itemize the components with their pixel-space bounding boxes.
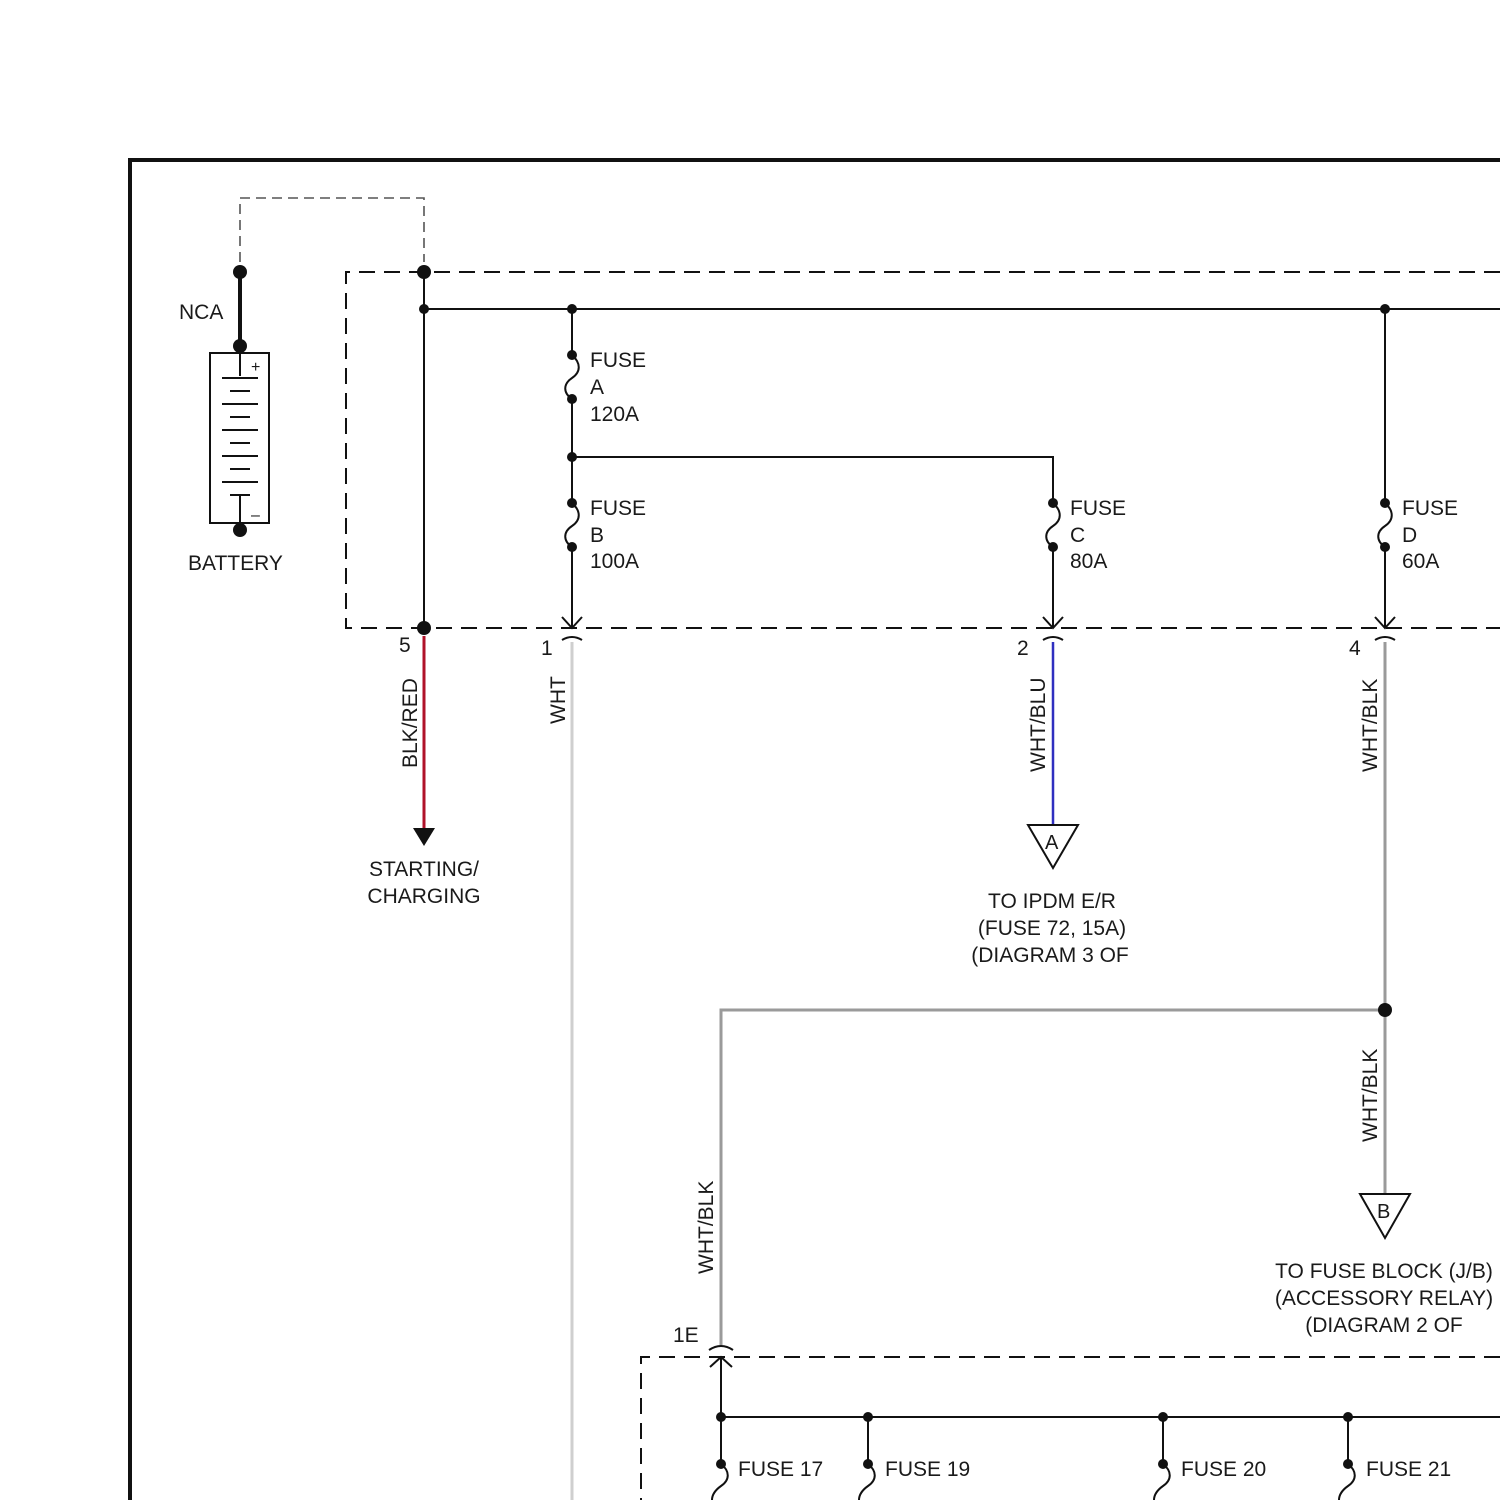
wire-wht-blk-lower-label: WHT/BLK [1359,1049,1382,1142]
destination-b-line1: TO FUSE BLOCK (J/B) [1275,1260,1493,1283]
wire-wht-label: WHT [547,676,570,724]
fuse-d-line1: FUSE [1402,497,1458,520]
fuse-a-line1: FUSE [590,349,646,372]
pin-1-label: 1 [541,637,553,660]
lower-fuse-21 [1339,1412,1355,1500]
fuse-b-rating: 100A [590,550,639,573]
battery-plus: + [251,359,260,376]
fuse-a-line2: A [590,376,604,399]
destination-b-line2: (ACCESSORY RELAY) [1275,1287,1493,1310]
destination-a-letter: A [1045,832,1059,854]
fuse-c-line2: C [1070,524,1085,547]
pin-5-label: 5 [399,634,411,657]
destination-a-line2: (FUSE 72, 15A) [978,917,1126,940]
pin-2-label: 2 [1017,637,1029,660]
pin-1e-label: 1E [673,1324,699,1347]
splice-dot [1378,1003,1392,1017]
wire-blk-red-label: BLK/RED [399,678,422,768]
battery-minus: – [251,507,260,524]
pin-4-label: 4 [1349,637,1361,660]
starting-charging-line2: CHARGING [367,885,480,908]
fusible-link-box [346,272,1500,628]
destination-a-line1: TO IPDM E/R [988,890,1116,913]
fuse-d-symbol [1378,498,1392,552]
destination-b-letter: B [1377,1201,1390,1223]
fuse-a-rating: 120A [590,403,639,426]
lower-fuse-20 [1154,1412,1170,1500]
wire-wht-blu-label: WHT/BLU [1027,678,1050,773]
lower-fuse-17 [712,1412,728,1500]
starting-charging-line1: STARTING/ [369,858,479,881]
fuse-c-symbol [1046,498,1060,552]
lower-fuse-19 [859,1412,875,1500]
battery-label: BATTERY [188,552,283,575]
fuse-b-symbol [565,498,579,552]
destination-a-line3: (DIAGRAM 3 OF [971,944,1129,967]
battery-nca-label: NCA [179,301,223,324]
fuse-c-rating: 80A [1070,550,1107,573]
battery-link-dashed [240,198,424,262]
lower-fuse-21-label: FUSE 21 [1366,1458,1451,1481]
wire-wht-blk-left-label: WHT/BLK [695,1181,718,1274]
fuse-b-line2: B [590,524,604,547]
wire-wht-blk-upper-label: WHT/BLK [1359,679,1382,772]
fuse-a-symbol [565,350,579,404]
lower-fuse-19-label: FUSE 19 [885,1458,970,1481]
fuse-d-line2: D [1402,524,1417,547]
lower-fuse-20-label: FUSE 20 [1181,1458,1266,1481]
destination-b-line3: (DIAGRAM 2 OF [1305,1314,1463,1337]
fuse-c-line1: FUSE [1070,497,1126,520]
fuse-b-line1: FUSE [590,497,646,520]
fuse-d-rating: 60A [1402,550,1439,573]
lower-fuse-17-label: FUSE 17 [738,1458,823,1481]
connector-terminal-5 [417,621,431,635]
starting-charging-arrow [413,828,435,846]
